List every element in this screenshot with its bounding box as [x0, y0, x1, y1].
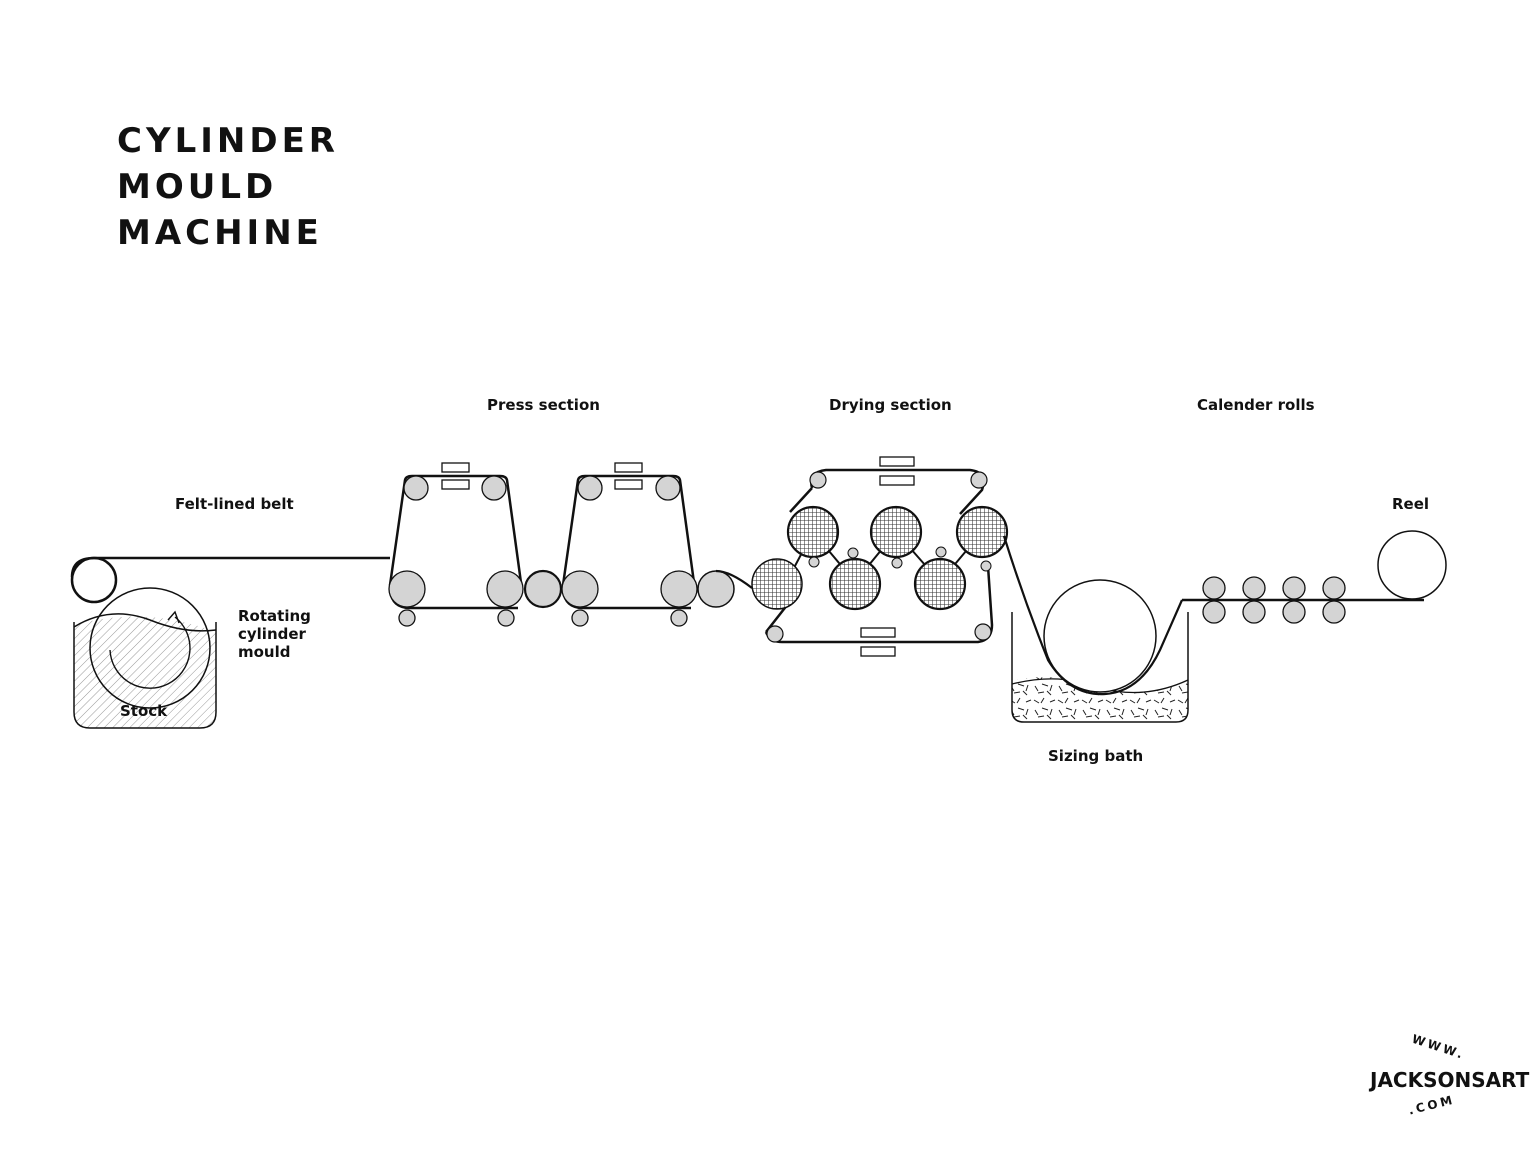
roller-icon [935, 546, 947, 558]
roller-icon [561, 570, 599, 608]
roller-icon [388, 570, 426, 608]
press-unit-2 [561, 462, 698, 627]
roller-icon [766, 625, 784, 643]
label-calender-rolls: Calender rolls [1197, 396, 1315, 414]
couch-roll-icon [70, 556, 118, 604]
sizing-bath [1002, 535, 1189, 723]
label-press-section: Press section [487, 396, 600, 414]
roller-icon [486, 570, 524, 608]
label-drying-section: Drying section [829, 396, 952, 414]
label-stock: Stock [120, 702, 168, 720]
roller-icon [1202, 576, 1226, 600]
rotation-arrowhead-icon [167, 610, 180, 624]
roller-icon [655, 475, 681, 501]
roller-icon [970, 471, 988, 489]
roller-icon [403, 475, 429, 501]
roller-icon [670, 609, 688, 627]
roller-icon [481, 475, 507, 501]
roller-icon [577, 475, 603, 501]
roller-icon [1242, 576, 1266, 600]
reel-icon [1377, 530, 1447, 600]
drying-cylinder-icon [786, 505, 840, 559]
title-line-1: CYLINDER [117, 121, 339, 161]
label-rotating-line-3: mould [238, 643, 291, 661]
label-felt-belt: Felt-lined belt [175, 495, 294, 513]
label-rotating-line-2: cylinder [238, 625, 306, 643]
title-line-2: MOULD [117, 167, 278, 207]
rotation-arrow-icon [109, 616, 191, 689]
calender-rolls [1202, 576, 1346, 624]
roller-icon [1242, 600, 1266, 624]
press-nip-roller-icon [523, 569, 563, 609]
drying-cylinder-icon [751, 558, 803, 610]
paper-web-to-dryers [715, 569, 753, 589]
press-nip-roller-icon [697, 570, 735, 608]
paper-web-line [70, 556, 390, 578]
roller-icon [809, 471, 827, 489]
label-sizing-bath: Sizing bath [1048, 747, 1144, 765]
label-rotating-line-1: Rotating [238, 607, 311, 625]
cylinder-mould-icon [89, 587, 211, 709]
drying-section [751, 456, 1009, 657]
drying-cylinder-icon [869, 505, 923, 559]
roller-icon [1282, 576, 1306, 600]
roller-icon [847, 547, 859, 559]
roller-icon [891, 557, 903, 569]
sizing-roller-icon [1043, 579, 1157, 693]
logo-jacksonsart: JACKSONSART [1370, 1068, 1530, 1092]
drying-cylinder-icon [955, 505, 1009, 559]
title-line-3: MACHINE [117, 213, 323, 253]
roller-icon [497, 609, 515, 627]
drying-cylinder-icon [913, 557, 967, 611]
label-rotating-cylinder-mould: Rotating cylinder mould [238, 607, 311, 661]
roller-icon [1322, 600, 1346, 624]
roller-icon [1202, 600, 1226, 624]
roller-icon [808, 556, 820, 568]
roller-icon [1282, 600, 1306, 624]
roller-icon [398, 609, 416, 627]
roller-icon [974, 623, 992, 641]
label-reel: Reel [1392, 495, 1430, 513]
drying-cylinder-icon [828, 557, 882, 611]
press-unit-1 [388, 462, 524, 627]
roller-icon [660, 570, 698, 608]
roller-icon [980, 560, 992, 572]
page-title: CYLINDER MOULD MACHINE [117, 118, 339, 256]
roller-icon [571, 609, 589, 627]
roller-icon [1322, 576, 1346, 600]
